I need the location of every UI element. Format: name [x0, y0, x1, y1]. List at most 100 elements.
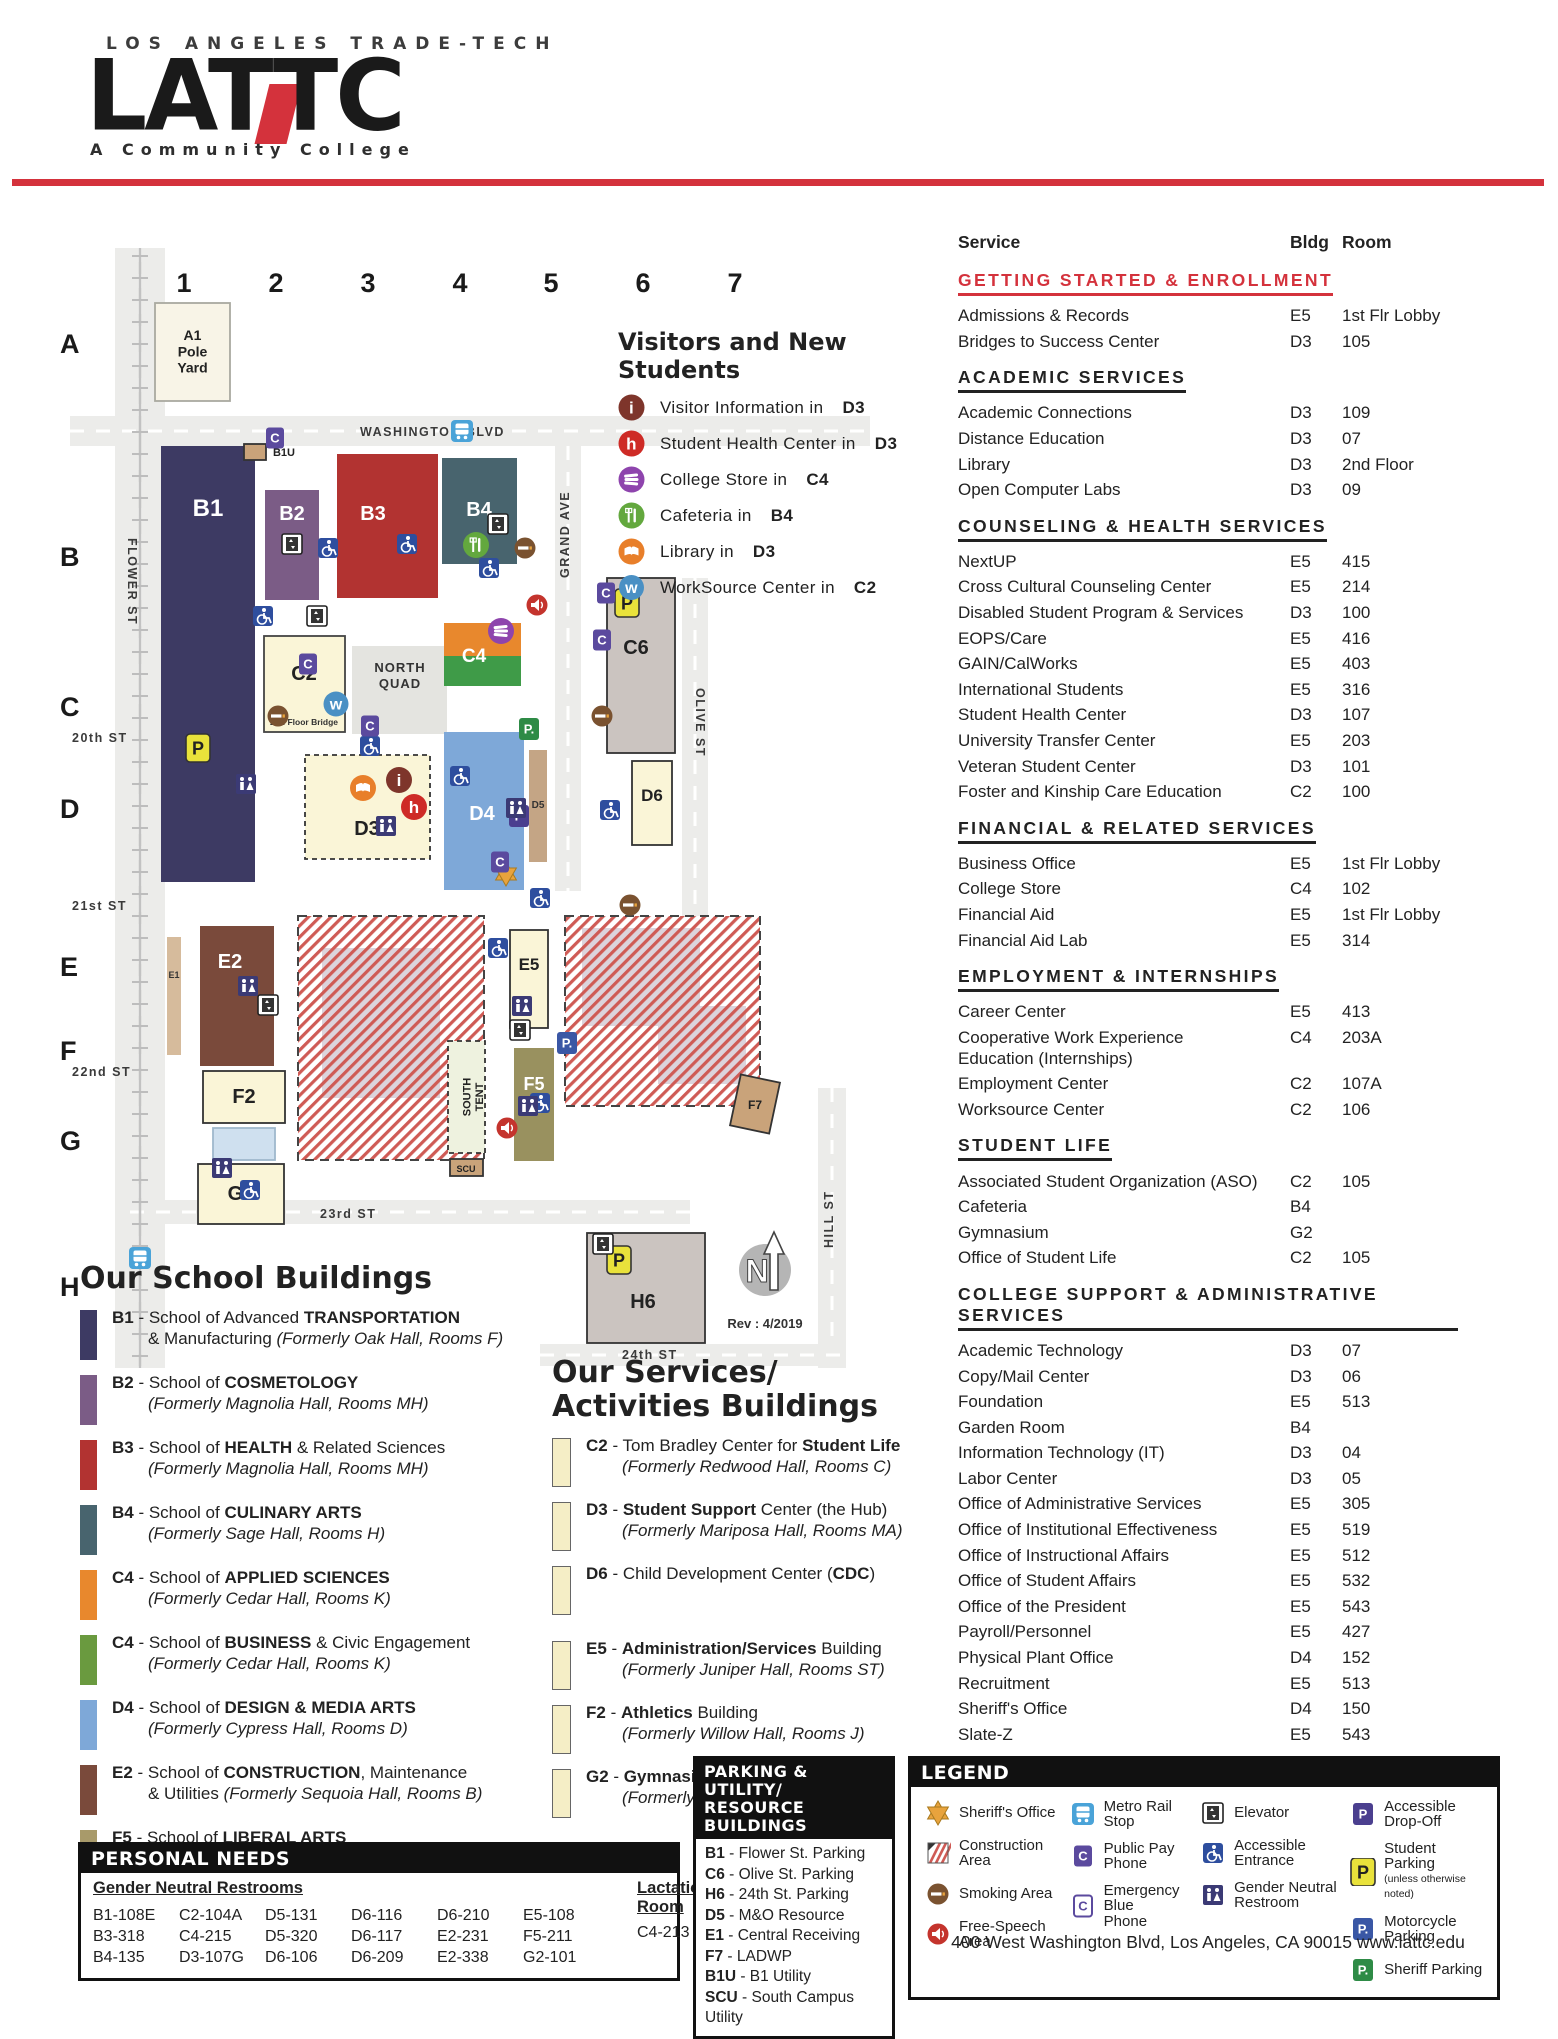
- logo-wordmark: LATTC: [86, 38, 406, 154]
- svg-text:B: B: [60, 542, 80, 572]
- formerly-note: (Formerly Magnolia Hall, Rooms MH): [148, 1458, 429, 1478]
- legend-label: Construction Area: [959, 1836, 1044, 1869]
- street-label: 24th ST: [622, 1348, 678, 1362]
- map-building-E1: [167, 937, 181, 1055]
- formerly-note: (Formerly Oak Hall, Rooms F): [276, 1328, 504, 1348]
- lactation-room: Lactation Room C4-213: [637, 1879, 710, 1968]
- map-icon-elevator: [257, 994, 279, 1016]
- gnr-code: D6-210: [437, 1907, 490, 1924]
- directory-service: NextUP: [958, 551, 1017, 571]
- store-icon: [618, 466, 645, 493]
- building-code: B3: [112, 1438, 134, 1457]
- legend-item: Construction Area: [925, 1836, 1060, 1869]
- legend-label: Gender Neutral Restroom: [1234, 1878, 1337, 1911]
- map-icon-speech: [496, 1117, 518, 1139]
- svg-text:C: C: [597, 633, 607, 648]
- map-icon-phone: C: [266, 427, 284, 449]
- map-building-SCU: [449, 1158, 484, 1177]
- building-code: E5: [586, 1639, 607, 1658]
- legend-title: LEGEND: [911, 1759, 1497, 1787]
- formerly-note: (Formerly Mariposa Hall, Rooms MA): [622, 1520, 903, 1540]
- svg-text:w: w: [329, 697, 343, 714]
- directory-service: Foundation: [958, 1392, 1044, 1412]
- school-building-text: B1 - School of Advanced TRANSPORTATION& …: [112, 1308, 504, 1348]
- directory-service: College Store: [958, 879, 1062, 899]
- directory-service: International Students: [958, 679, 1124, 699]
- services-building-item: C2 - Tom Bradley Center for Student Life…: [552, 1436, 948, 1487]
- directory-bldg: D3: [1290, 454, 1312, 474]
- directory-room: 203A: [1342, 1027, 1382, 1047]
- map-icon-restroom: [512, 996, 532, 1016]
- visitor-item-bldg: C2: [853, 577, 877, 597]
- parking-code: B1: [705, 1845, 725, 1862]
- school-building-text: B2 - School of COSMETOLOGY(Formerly Magn…: [112, 1373, 429, 1413]
- map-icon-elevator: [509, 1019, 531, 1041]
- directory-room: 403: [1342, 654, 1371, 674]
- directory-room: 427: [1342, 1622, 1371, 1642]
- map-icon-cafeteria: [463, 532, 489, 558]
- svg-text:P.: P.: [1358, 1962, 1369, 1977]
- directory-bldg: E5: [1290, 904, 1311, 924]
- legend-label: Sheriff's Office: [959, 1803, 1056, 1821]
- services-building-item: E5 - Administration/Services Building(Fo…: [552, 1639, 948, 1690]
- directory-room: 1st Flr Lobby: [1342, 904, 1441, 924]
- map-label-B3: B3: [360, 503, 386, 525]
- map-label-F5: F5: [523, 1074, 544, 1094]
- svg-text:P.: P.: [524, 722, 535, 737]
- directory-service: Veteran Student Center: [958, 756, 1136, 776]
- directory-bldg: C4: [1290, 879, 1312, 899]
- directory-bldg: E5: [1290, 1392, 1311, 1412]
- cafeteria-icon: [618, 502, 645, 529]
- legend-item: P.Sheriff Parking: [1350, 1956, 1483, 1984]
- directory-service: Office of Student Affairs: [958, 1571, 1136, 1591]
- school-buildings: Our School Buildings B1 - School of Adva…: [80, 1262, 558, 1893]
- map-building-B1U-box: [243, 443, 267, 461]
- school-buildings-title: Our School Buildings: [80, 1261, 433, 1296]
- building-code: D6: [586, 1564, 608, 1583]
- map-label-D5: D5: [532, 800, 545, 811]
- map-icon-restroom: [376, 816, 396, 836]
- directory-room: 214: [1342, 577, 1371, 597]
- directory-bldg: D3: [1290, 331, 1312, 351]
- map-building-D6: [631, 760, 673, 846]
- gnr-code: D3-107G: [179, 1949, 244, 1966]
- directory-bldg: E5: [1290, 1622, 1311, 1642]
- directory-bldg: E5: [1290, 628, 1311, 648]
- parking-item: H6 - 24th St. Parking: [705, 1886, 849, 1903]
- svg-text:i: i: [397, 771, 402, 790]
- directory-service: Employment Center: [958, 1074, 1109, 1094]
- school-building-text: B4 - School of CULINARY ARTS(Formerly Sa…: [112, 1503, 386, 1543]
- map-label-F2: F2: [232, 1086, 255, 1108]
- parking-item: D5 - M&O Resource: [705, 1906, 845, 1924]
- services-building-text: E5 - Administration/Services Building(Fo…: [586, 1639, 885, 1679]
- parking-utility-box: PARKING & UTILITY/ RESOURCE BUILDINGS B1…: [693, 1756, 895, 2039]
- svg-text:A: A: [60, 329, 80, 359]
- campus-map: 1234567ABCDEFGHA1PoleYardB1B1UB2B3B4C22n…: [60, 248, 870, 1368]
- directory-service: Information Technology (IT): [958, 1443, 1165, 1463]
- street-label: 22nd ST: [72, 1065, 131, 1079]
- directory-service: Physical Plant Office: [958, 1648, 1114, 1668]
- map-building-D5: [529, 750, 547, 862]
- svg-text:C: C: [60, 692, 80, 722]
- parking-item: B1 - Flower St. Parking: [705, 1845, 866, 1862]
- svg-text:7: 7: [727, 268, 742, 298]
- building-color-swatch: [552, 1502, 571, 1551]
- map-icon-accessible: [397, 534, 417, 554]
- gnr-code: F5-211: [523, 1928, 573, 1945]
- directory-service: Disabled Student Program & Services: [958, 603, 1244, 623]
- directory-service: Cafeteria: [958, 1197, 1027, 1217]
- directory-bldg: D3: [1290, 603, 1312, 623]
- map-icon-phone: C: [361, 715, 379, 737]
- legend-sublabel: (unless otherwise noted): [1384, 1872, 1466, 1901]
- directory-section-title: ACADEMIC SERVICES: [958, 367, 1187, 394]
